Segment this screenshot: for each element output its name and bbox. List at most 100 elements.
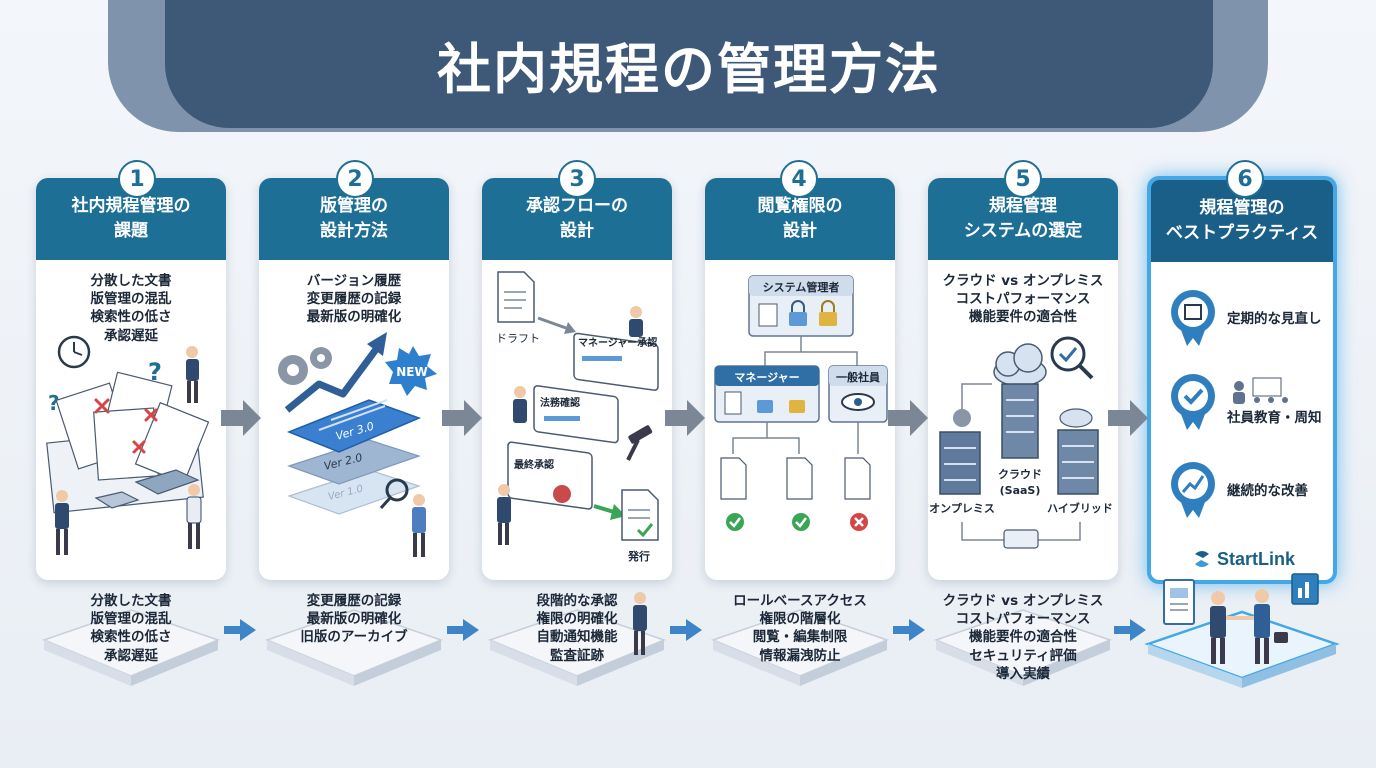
summary-arrow-5-6 [1114,619,1146,641]
version-3-sheet: Ver 3.0 [286,399,422,453]
approver-person-icon [497,484,511,545]
new-badge-icon: NEW [385,346,437,396]
summary-arrow-3-4 [670,619,702,641]
step-5-badge: 5 [1004,160,1042,198]
dashboard-board-icon [1163,579,1195,625]
svg-text:クラウド: クラウド [998,468,1042,481]
allowed-document-1 [720,457,747,531]
step-4-summary: ロールベースアクセス権限の階層化 閲覧・編集制限情報漏洩防止 [733,593,867,664]
step-1-card: 社内規程管理の課題 分散した文書版管理の混乱 検索性の低さ承認遅延 ? ? [36,178,226,580]
growth-arrow-icon [284,332,387,413]
step-5-criteria: クラウド vs オンプレミスコストパフォーマンス機能要件の適合性 [942,273,1104,326]
svg-text:NEW: NEW [396,365,427,379]
growth-award-icon [1171,462,1215,518]
svg-text:?: ? [148,358,162,386]
approval-flow-illustration: ドラフト マネージャー承認 法務確認 [496,271,659,563]
step-4-badge: 4 [780,160,818,198]
step-6-badge: 6 [1226,160,1264,198]
svg-text:法務確認: 法務確認 [540,396,580,409]
manager-person-icon [629,306,643,337]
practice-continuous-improvement: 継続的な改善 [1167,458,1308,520]
final-approval-panel: 最終承認 [507,441,593,510]
svg-text:(SaaS): (SaaS) [1000,484,1041,497]
svg-text:システム管理者: システム管理者 [763,280,840,294]
svg-text:発行: 発行 [627,549,650,563]
cloud-icon [993,343,1047,387]
step-4-platform [710,609,890,686]
version-stack-illustration: NEW Ver 1.0 Ver 2.0 Ver 3.0 [278,332,437,557]
handshake-people-icon [1210,589,1270,664]
cloud-server-icon [1001,383,1039,459]
svg-text:マネージャー承認: マネージャー承認 [578,336,657,349]
svg-text:ハイブリッド: ハイブリッド [1047,501,1113,515]
step-1-issues: 分散した文書版管理の混乱 検索性の低さ承認遅延 [90,273,172,344]
practice-employee-training: 社員教育・周知 [1167,370,1322,432]
startlink-logo: StartLink [1191,548,1295,570]
step-5-card: 規程管理システムの選定 クラウド vs オンプレミスコストパフォーマンス機能要件… [928,178,1118,580]
issued-document-icon [621,489,659,541]
calendar-award-icon [1171,290,1215,346]
magnifier-check-icon [1050,336,1094,380]
step-6-card: 規程管理のベストプラクティス 定期的な見直し 社員 [1147,176,1337,584]
step-2-summary: 変更履歴の記録最新版の明確化旧版のアーカイブ [300,593,408,646]
summary-arrow-4-5 [893,619,925,641]
admin-role-box: システム管理者 [748,275,854,337]
flow-arrow-1-2 [221,400,261,436]
svg-text:マネージャー: マネージャー [734,371,799,384]
step-3-card: 承認フローの設計 ドラフト マネージャー承認 [482,178,672,580]
step-2-badge: 2 [336,160,374,198]
title-banner: 社内規程の管理方法 [165,0,1213,128]
manager-role-box: マネージャー [714,365,820,423]
svg-text:一般社員: 一般社員 [836,370,880,384]
summary-arrow-1-2 [224,619,256,641]
searching-person-icon [186,484,202,549]
page-title: 社内規程の管理方法 [437,37,941,101]
manager-approval-panel: マネージャー承認 [573,332,659,391]
practice-periodic-review: 定期的な見直し [1167,286,1322,348]
step-5-summary: クラウド vs オンプレミスコストパフォーマンス 機能要件の適合性セキュリティ評… [942,593,1104,682]
paper-pile-icon [46,371,210,514]
onprem-server-icon [939,409,981,495]
flow-arrow-3-4 [665,400,705,436]
allowed-document-2 [786,457,813,531]
step-1-summary: 分散した文書版管理の混乱 検索性の低さ承認遅延 [90,593,172,664]
startlink-logo-mark [1195,551,1209,567]
gavel-icon [626,425,653,461]
system-options-illustration: クラウド (SaaS) オンプレミス ハイブリッド [929,336,1113,549]
step-6-platform [1144,573,1340,688]
check-award-icon [1171,374,1215,430]
step-2-card: 版管理の設計方法 バージョン履歴変更履歴の記録最新版の明確化 NEW [259,178,449,580]
legal-person-icon [513,386,527,423]
svg-text:オンプレミス: オンプレミス [929,501,995,515]
svg-text:?: ? [48,391,60,415]
step-3-badge: 3 [558,160,596,198]
step-3-summary: 段階的な承認権限の明確化 自動通知機能監査証跡 [536,593,618,664]
step-2-points: バージョン履歴変更履歴の記録最新版の明確化 [306,273,402,326]
reviewer-person-icon [412,494,426,557]
confused-person-icon [186,346,199,403]
draft-document-icon [497,271,535,323]
sync-device-icon [1003,529,1039,549]
flow-arrow-4-5 [888,400,928,436]
version-2-sheet: Ver 2.0 [287,439,421,485]
step-1-platform [41,609,221,686]
clock-icon [57,335,91,369]
presenter-person-icon [633,592,647,655]
step-4-card: 閲覧権限の設計 システム管理者 マネージャー [705,178,895,580]
training-group-icon [1233,377,1288,404]
chart-screen-icon [1291,573,1319,605]
hybrid-server-icon [1057,408,1099,495]
step-5-platform [933,609,1113,686]
denied-document [844,457,871,531]
flow-arrow-5-6 [1108,400,1148,436]
step-1-badge: 1 [118,160,156,198]
step-2-platform [264,609,444,686]
access-permission-tree: システム管理者 マネージャー [714,275,888,531]
worried-person-icon [55,490,69,555]
summary-arrow-2-3 [447,619,479,641]
briefcase-icon [1274,632,1288,643]
magnifier-icon [379,478,409,510]
svg-text:最終承認: 最終承認 [514,458,554,471]
step-3-platform [487,592,667,686]
staff-role-box: 一般社員 [828,365,888,423]
